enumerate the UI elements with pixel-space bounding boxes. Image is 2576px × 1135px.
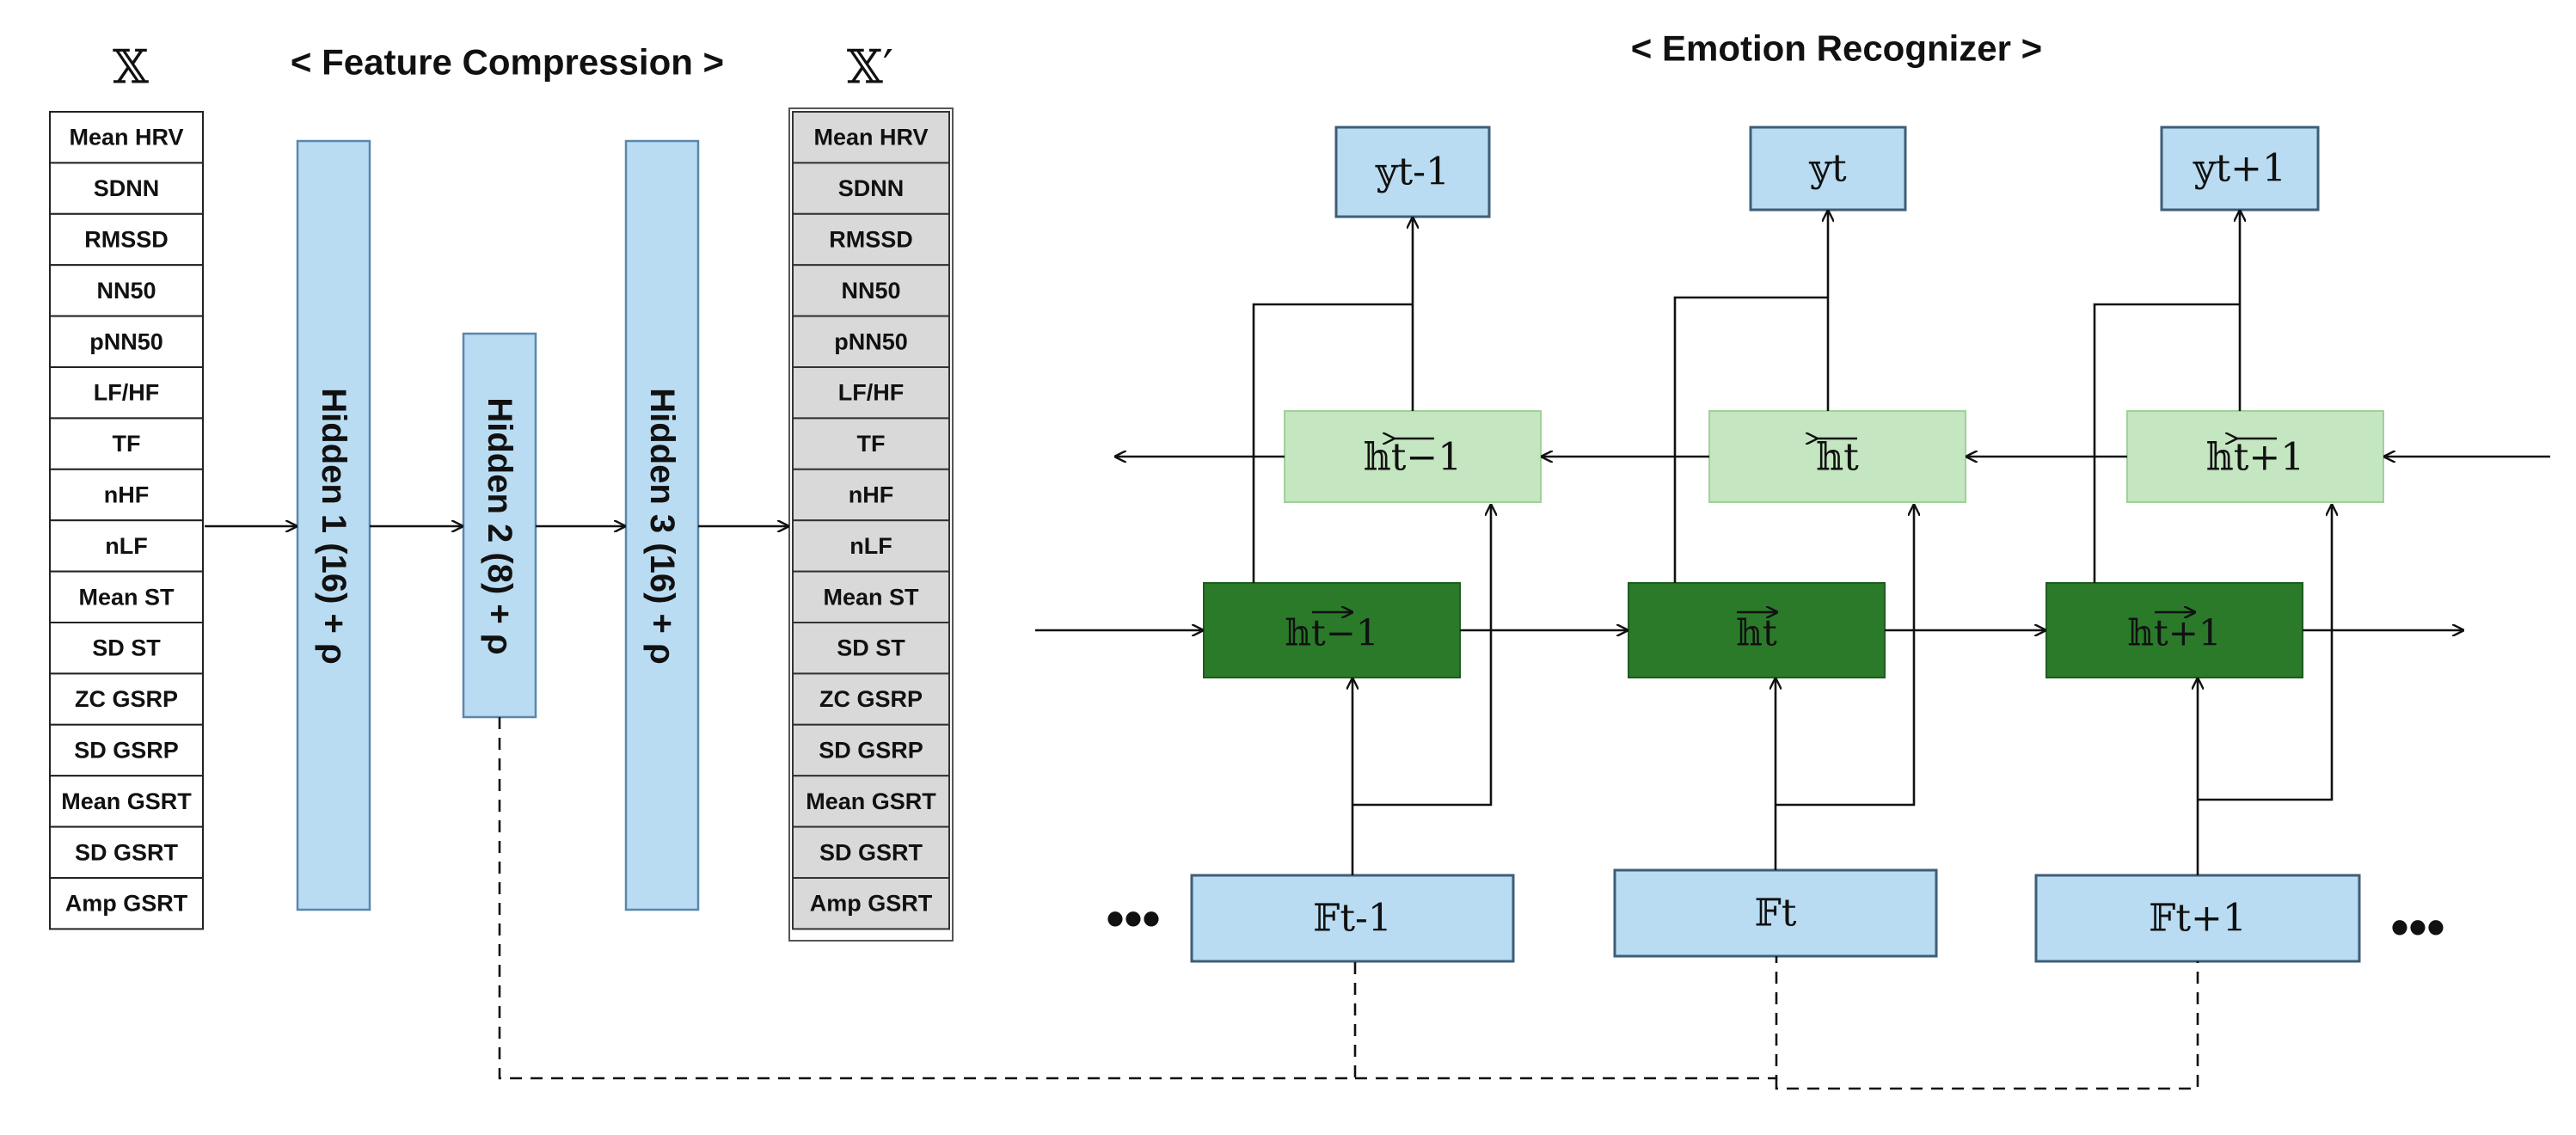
hidden-layer-3	[624, 139, 700, 911]
input-feature-label: nLF	[105, 533, 147, 559]
connections-t	[1673, 212, 1914, 870]
output-label-t-plus-1: 𝕪t+1	[2193, 147, 2286, 191]
feature-compression-title: < Feature Compression >	[291, 42, 724, 83]
input-feature-cell	[49, 111, 204, 164]
input-feature-cell	[49, 468, 204, 522]
input-label-t: 𝔽t	[1755, 892, 1797, 936]
input-feature-label: SDNN	[94, 175, 160, 201]
reconstructed-feature-cell	[792, 264, 950, 317]
connections-t-minus-1	[1252, 218, 1491, 875]
reconstructed-feature-label: SD GSRP	[819, 738, 923, 764]
reconstructed-feature-label: TF	[857, 431, 886, 457]
input-feature-cell	[49, 264, 204, 317]
backward-state-label-t: 𝕙t	[1816, 436, 1859, 480]
input-feature-label: Mean HRV	[69, 125, 183, 150]
reconstructed-feature-label: Mean GSRT	[806, 788, 936, 814]
reconstructed-feature-cell	[792, 877, 950, 930]
input-feature-label: LF/HF	[94, 380, 159, 406]
output-box-t	[1749, 126, 1907, 212]
input-feature-cell	[49, 622, 204, 675]
reconstructed-feature-cell	[792, 417, 950, 470]
forward-state-t-minus-1	[1203, 582, 1461, 678]
forward-state-t	[1628, 582, 1886, 678]
dashed-feature-links	[498, 717, 2199, 1090]
input-label-t-minus-1: 𝔽t-1	[1313, 897, 1392, 941]
reconstructed-feature-label: LF/HF	[838, 380, 904, 406]
reconstructed-feature-label: Mean HRV	[813, 125, 928, 150]
reconstructed-feature-cell	[792, 366, 950, 420]
forward-state-label-t: 𝕙t	[1736, 612, 1777, 654]
input-feature-cell	[49, 570, 204, 623]
input-box-t	[1613, 868, 1938, 958]
backward-state-label-t-minus-1: 𝕙t−1	[1364, 436, 1463, 480]
output-label-t-minus-1: 𝕪t-1	[1375, 150, 1450, 194]
reconstructed-feature-cell	[792, 723, 950, 777]
input-feature-label: Mean GSRT	[61, 788, 192, 814]
reconstructed-feature-cell	[792, 622, 950, 675]
reconstructed-feature-label: nHF	[849, 482, 893, 508]
input-feature-label: nHF	[104, 482, 149, 508]
reconstructed-feature-label: nLF	[849, 533, 892, 559]
ellipsis-left: •••	[1106, 890, 1160, 948]
hidden-layer-2-label: Hidden 2 (8) + ρ	[481, 397, 518, 654]
reconstructed-symbol: 𝕏′	[847, 40, 893, 95]
reconstructed-feature-cell	[792, 775, 950, 828]
input-label-t-plus-1: 𝔽t+1	[2149, 897, 2247, 941]
output-label-t: 𝕪t	[1808, 147, 1847, 191]
reconstructed-feature-label: RMSSD	[829, 227, 913, 253]
reconstructed-feature-cell	[792, 111, 950, 164]
hidden-layer-1-label: Hidden 1 (16) + ρ	[315, 388, 353, 664]
backward-state-label-t-plus-1: 𝕙t+1	[2206, 436, 2305, 480]
output-box-t-minus-1	[1334, 126, 1491, 218]
forward-state-label-t-minus-1: 𝕙t−1	[1285, 612, 1378, 654]
reconstructed-feature-cell	[792, 468, 950, 522]
input-feature-label: TF	[113, 431, 141, 457]
output-box-t-plus-1	[2160, 126, 2320, 212]
connections-t-plus-1	[2093, 212, 2332, 875]
reconstructed-feature-label: Mean ST	[823, 584, 919, 610]
reconstructed-feature-cell	[792, 825, 950, 879]
input-symbol: 𝕏	[113, 40, 149, 95]
reconstructed-feature-label: NN50	[841, 278, 900, 304]
reconstructed-feature-label: pNN50	[834, 328, 908, 354]
input-feature-label: Amp GSRT	[65, 891, 188, 917]
input-feature-label: Mean ST	[78, 584, 175, 610]
input-feature-cell	[49, 366, 204, 420]
input-feature-label: RMSSD	[84, 227, 169, 253]
input-feature-cell	[49, 162, 204, 215]
input-feature-label: pNN50	[89, 328, 163, 354]
input-feature-label: ZC GSRP	[75, 686, 178, 712]
reconstructed-feature-label: ZC GSRP	[819, 686, 923, 712]
hidden-layer-3-label: Hidden 3 (16) + ρ	[643, 388, 681, 664]
reconstructed-feature-cell	[792, 162, 950, 215]
reconstructed-feature-label: SD ST	[837, 635, 905, 661]
emotion-recognizer-title: < Emotion Recognizer >	[1631, 28, 2042, 69]
reconstructed-feature-cell	[792, 570, 950, 623]
reconstructed-feature-label: SD GSRT	[819, 839, 923, 865]
input-feature-label: NN50	[96, 278, 156, 304]
input-feature-cell	[49, 877, 204, 930]
input-feature-label: SD ST	[92, 635, 161, 661]
input-feature-label: SD GSRT	[75, 839, 179, 865]
input-box-t-minus-1	[1190, 874, 1515, 963]
reconstructed-feature-label: Amp GSRT	[810, 891, 933, 917]
backward-state-t-minus-1	[1284, 410, 1542, 503]
input-feature-label: SD GSRP	[74, 738, 179, 764]
forward-state-label-t-plus-1: 𝕙t+1	[2127, 612, 2221, 654]
ellipsis-right: •••	[2390, 899, 2444, 956]
reconstructed-column-frame	[788, 107, 954, 942]
reconstructed-feature-cell	[792, 315, 950, 369]
reconstructed-feature-label: SDNN	[838, 175, 905, 201]
forward-state-t-plus-1	[2045, 582, 2303, 678]
input-feature-cell	[49, 672, 204, 726]
input-feature-cell	[49, 775, 204, 828]
